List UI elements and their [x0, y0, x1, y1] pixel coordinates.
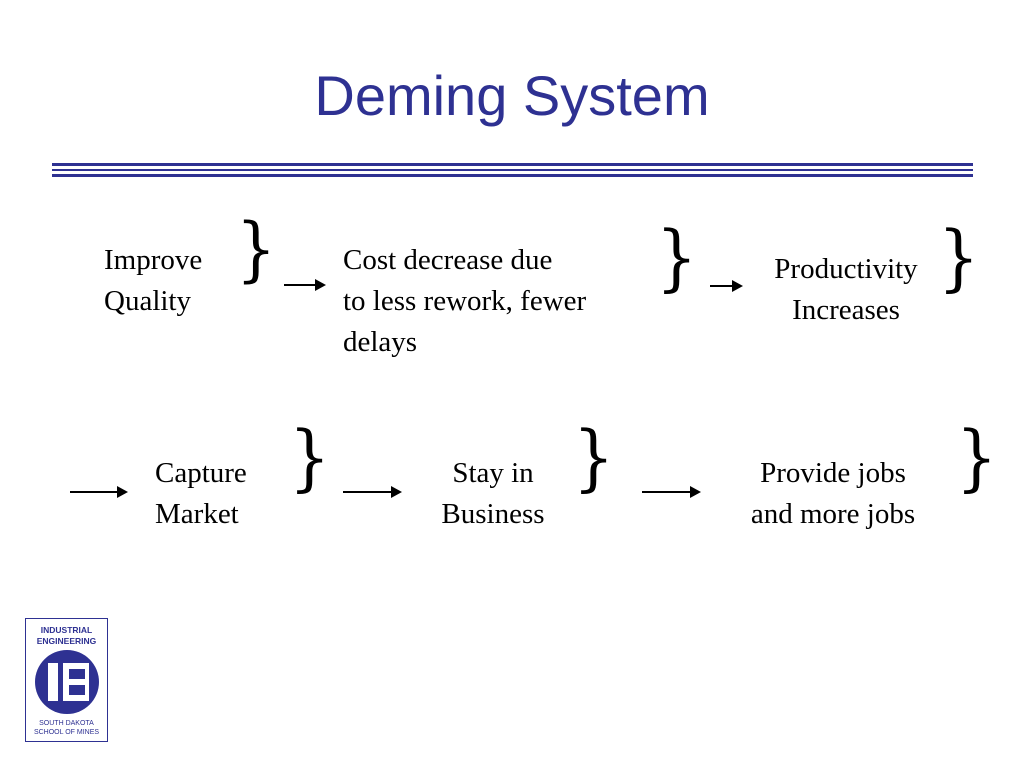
node-line: Capture — [155, 457, 247, 489]
logo-line: SOUTH DAKOTA — [39, 720, 94, 727]
node-line: Cost decrease due — [343, 244, 553, 276]
logo-line: INDUSTRIAL — [40, 625, 93, 635]
right-arrow-icon — [284, 279, 326, 291]
logo-line: SCHOOL OF MINES — [33, 729, 100, 736]
title-divider-line — [52, 174, 973, 177]
right-arrow-icon — [343, 486, 402, 498]
node-line: Market — [155, 498, 239, 530]
right-brace-icon: } — [573, 415, 615, 499]
right-brace-icon: } — [289, 415, 331, 499]
node-line: Stay in — [452, 457, 534, 489]
node-line: Productivity — [774, 253, 918, 285]
node-line: to less rework, fewer — [343, 285, 587, 317]
logo-bottom-text: SOUTH DAKOTA SCHOOL OF MINES — [26, 719, 107, 737]
institution-logo: INDUSTRIAL ENGINEERING SOUTH DAKOTA SCHO… — [25, 618, 108, 742]
right-brace-icon: } — [938, 215, 980, 299]
right-arrow-icon — [70, 486, 128, 498]
node-improve-quality: Improve Quality — [104, 240, 202, 322]
node-line: Quality — [104, 285, 191, 317]
right-arrow-icon — [710, 280, 743, 292]
node-line: Business — [441, 498, 545, 530]
right-arrow-icon — [642, 486, 701, 498]
slide-title: Deming System — [314, 64, 710, 127]
ie-emblem-icon — [35, 650, 99, 714]
node-line: delays — [343, 326, 418, 358]
node-line: Improve — [104, 244, 203, 276]
node-line: Increases — [792, 294, 900, 326]
right-brace-icon: } — [656, 215, 698, 299]
title-divider-line — [52, 163, 973, 166]
node-stay-in-business: Stay in Business — [425, 453, 561, 535]
logo-top-text: INDUSTRIAL ENGINEERING — [26, 625, 107, 647]
node-line: Provide jobs — [760, 457, 906, 489]
node-line: and more jobs — [750, 498, 916, 530]
right-brace-icon: } — [956, 415, 998, 499]
right-brace-icon: } — [236, 208, 277, 290]
logo-line: ENGINEERING — [36, 636, 97, 646]
node-cost-decrease: Cost decrease due to less rework, fewer … — [343, 240, 586, 363]
title-divider-line — [52, 169, 973, 171]
node-provide-jobs: Provide jobs and more jobs — [722, 453, 944, 535]
node-capture-market: Capture Market — [155, 453, 247, 535]
node-productivity: Productivity Increases — [750, 249, 942, 331]
